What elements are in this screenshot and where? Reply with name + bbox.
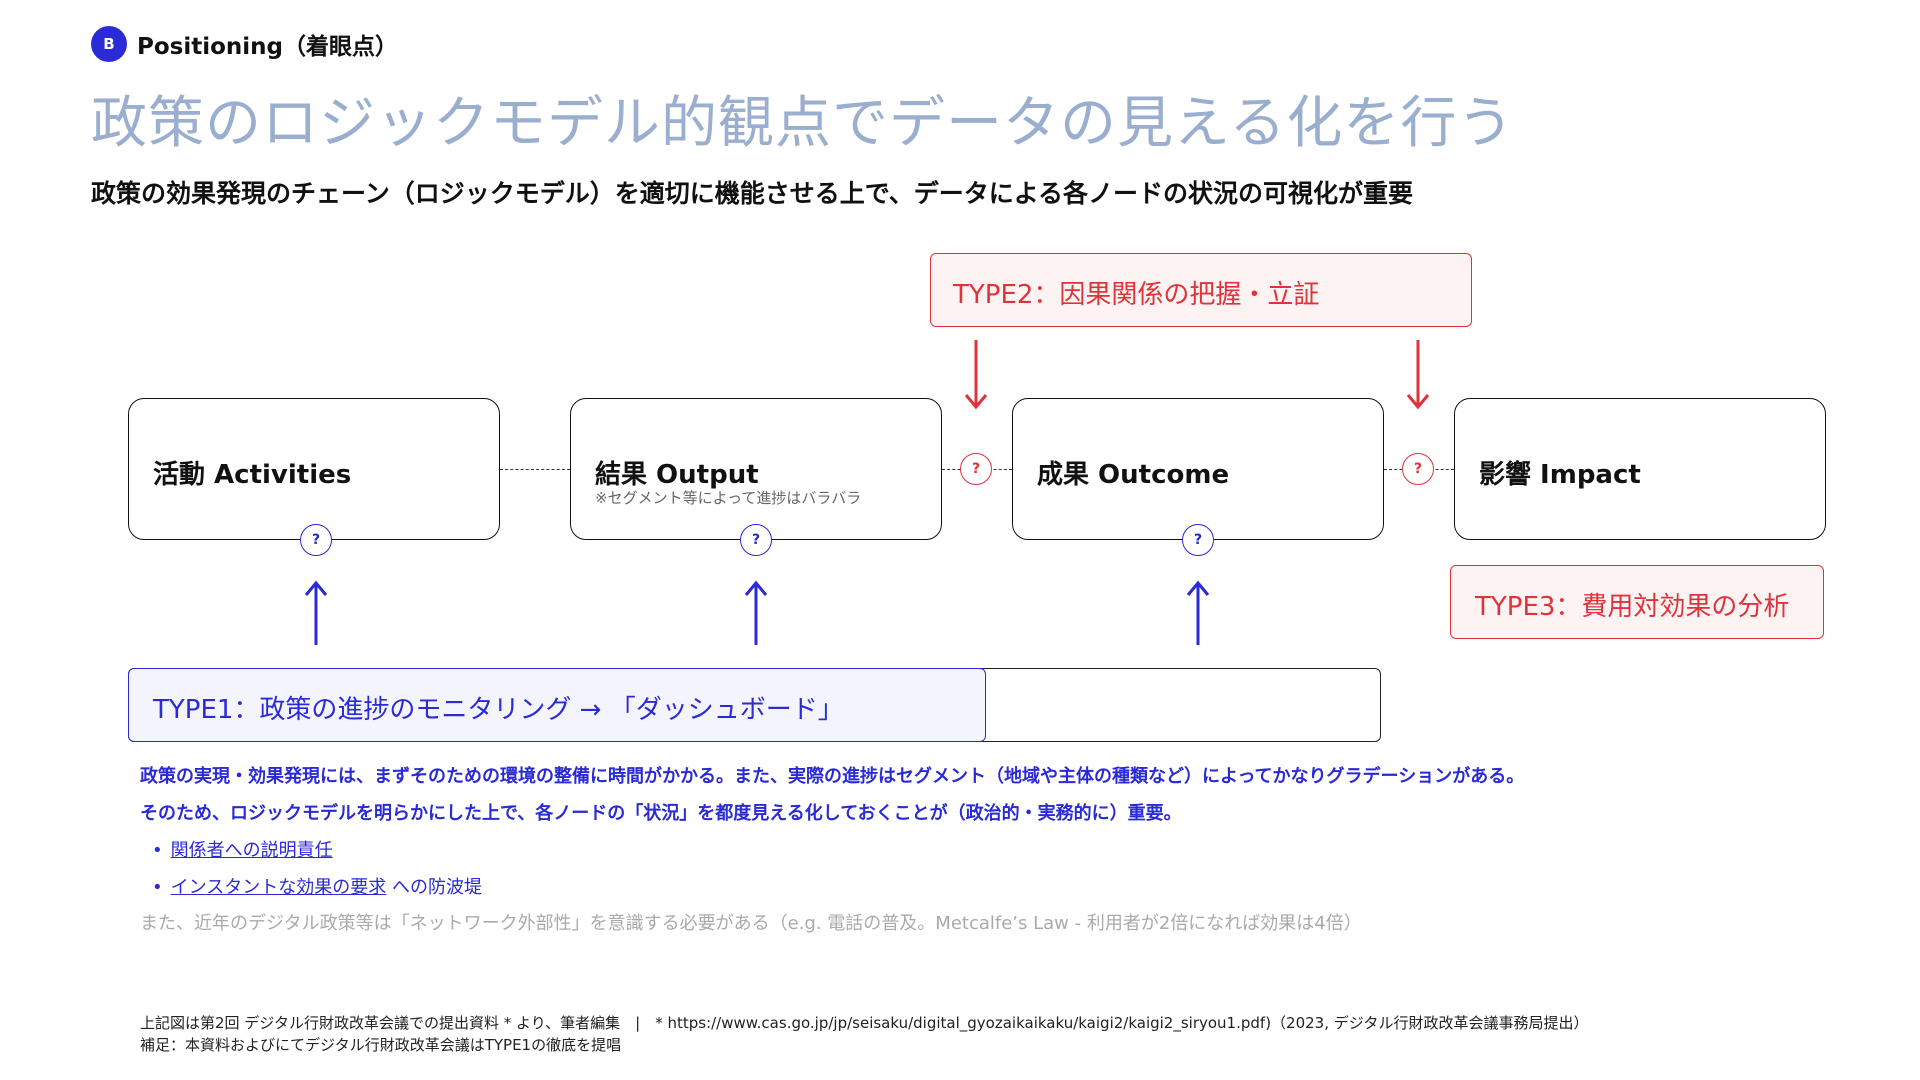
- bullet-item: • インスタントな効果の要求 への防波堤: [152, 873, 482, 899]
- type2-label: TYPE2：因果関係の把握・立証: [953, 280, 1320, 310]
- link-instant-effect[interactable]: インスタントな効果の要求: [170, 877, 387, 898]
- node-note: ※セグメント等によって進捗はバラバラ: [595, 489, 862, 507]
- page-title: 政策のロジックモデル的観点でデータの見える化を行う: [91, 91, 1515, 156]
- type1-label: TYPE1：政策の進捗のモニタリング → 「ダッシュボード」: [153, 695, 844, 725]
- type3-box: TYPE3：費用対効果の分析: [1450, 565, 1824, 639]
- type3-label: TYPE3：費用対効果の分析: [1475, 592, 1790, 622]
- footer-source: 上記図は第2回 デジタル行財政改革会議での提出資料 * より、筆者編集 | * …: [140, 1014, 1589, 1032]
- type2-box: TYPE2：因果関係の把握・立証: [930, 253, 1472, 327]
- node-activities: 活動 Activities: [128, 398, 500, 540]
- node-label: 成果 Outcome: [1037, 460, 1230, 490]
- blue-arrow-output: [744, 580, 768, 645]
- node-outcome: 成果 Outcome: [1012, 398, 1384, 540]
- footer-note: 補足：本資料およびにてデジタル行財政改革会議はTYPE1の徹底を提唱: [140, 1036, 622, 1054]
- network-externality-note: また、近年のデジタル政策等は「ネットワーク外部性」を意識する必要がある（e.g.…: [140, 913, 1362, 934]
- node-label: 結果 Output: [595, 460, 759, 490]
- blue-arrow-activities: [304, 580, 328, 645]
- body-line-1: 政策の実現・効果発現には、まずそのための環境の整備に時間がかかる。また、実際の進…: [140, 766, 1525, 787]
- question-icon-output-outcome: ?: [960, 453, 992, 485]
- node-impact: 影響 Impact: [1454, 398, 1826, 540]
- question-icon-output: ?: [740, 524, 772, 556]
- node-label: 影響 Impact: [1479, 460, 1641, 490]
- question-icon-outcome: ?: [1182, 524, 1214, 556]
- section-badge: B: [91, 26, 127, 62]
- page-subtitle: 政策の効果発現のチェーン（ロジックモデル）を適切に機能させる上で、データによる各…: [91, 179, 1414, 208]
- link-accountability[interactable]: 関係者への説明責任: [170, 840, 333, 861]
- section-header: B Positioning（着眼点）: [91, 26, 398, 62]
- type1-box: TYPE1：政策の進捗のモニタリング → 「ダッシュボード」: [128, 668, 986, 742]
- red-arrow-outcome: [964, 340, 988, 410]
- question-icon-activities: ?: [300, 524, 332, 556]
- red-arrow-impact: [1406, 340, 1430, 410]
- bullet-dot: •: [152, 877, 163, 898]
- connector-activities-output: [500, 469, 570, 470]
- body-line-2: そのため、ロジックモデルを明らかにした上で、各ノードの「状況」を都度見える化して…: [140, 803, 1182, 824]
- blue-arrow-outcome: [1186, 580, 1210, 645]
- section-label: Positioning（着眼点）: [137, 34, 399, 60]
- question-icon-outcome-impact: ?: [1402, 453, 1434, 485]
- bullet-rest: への防波堤: [386, 877, 482, 898]
- node-label: 活動 Activities: [153, 460, 352, 490]
- node-output: 結果 Output ※セグメント等によって進捗はバラバラ: [570, 398, 942, 540]
- bullet-dot: •: [152, 840, 163, 861]
- bullet-item: • 関係者への説明責任: [152, 836, 333, 862]
